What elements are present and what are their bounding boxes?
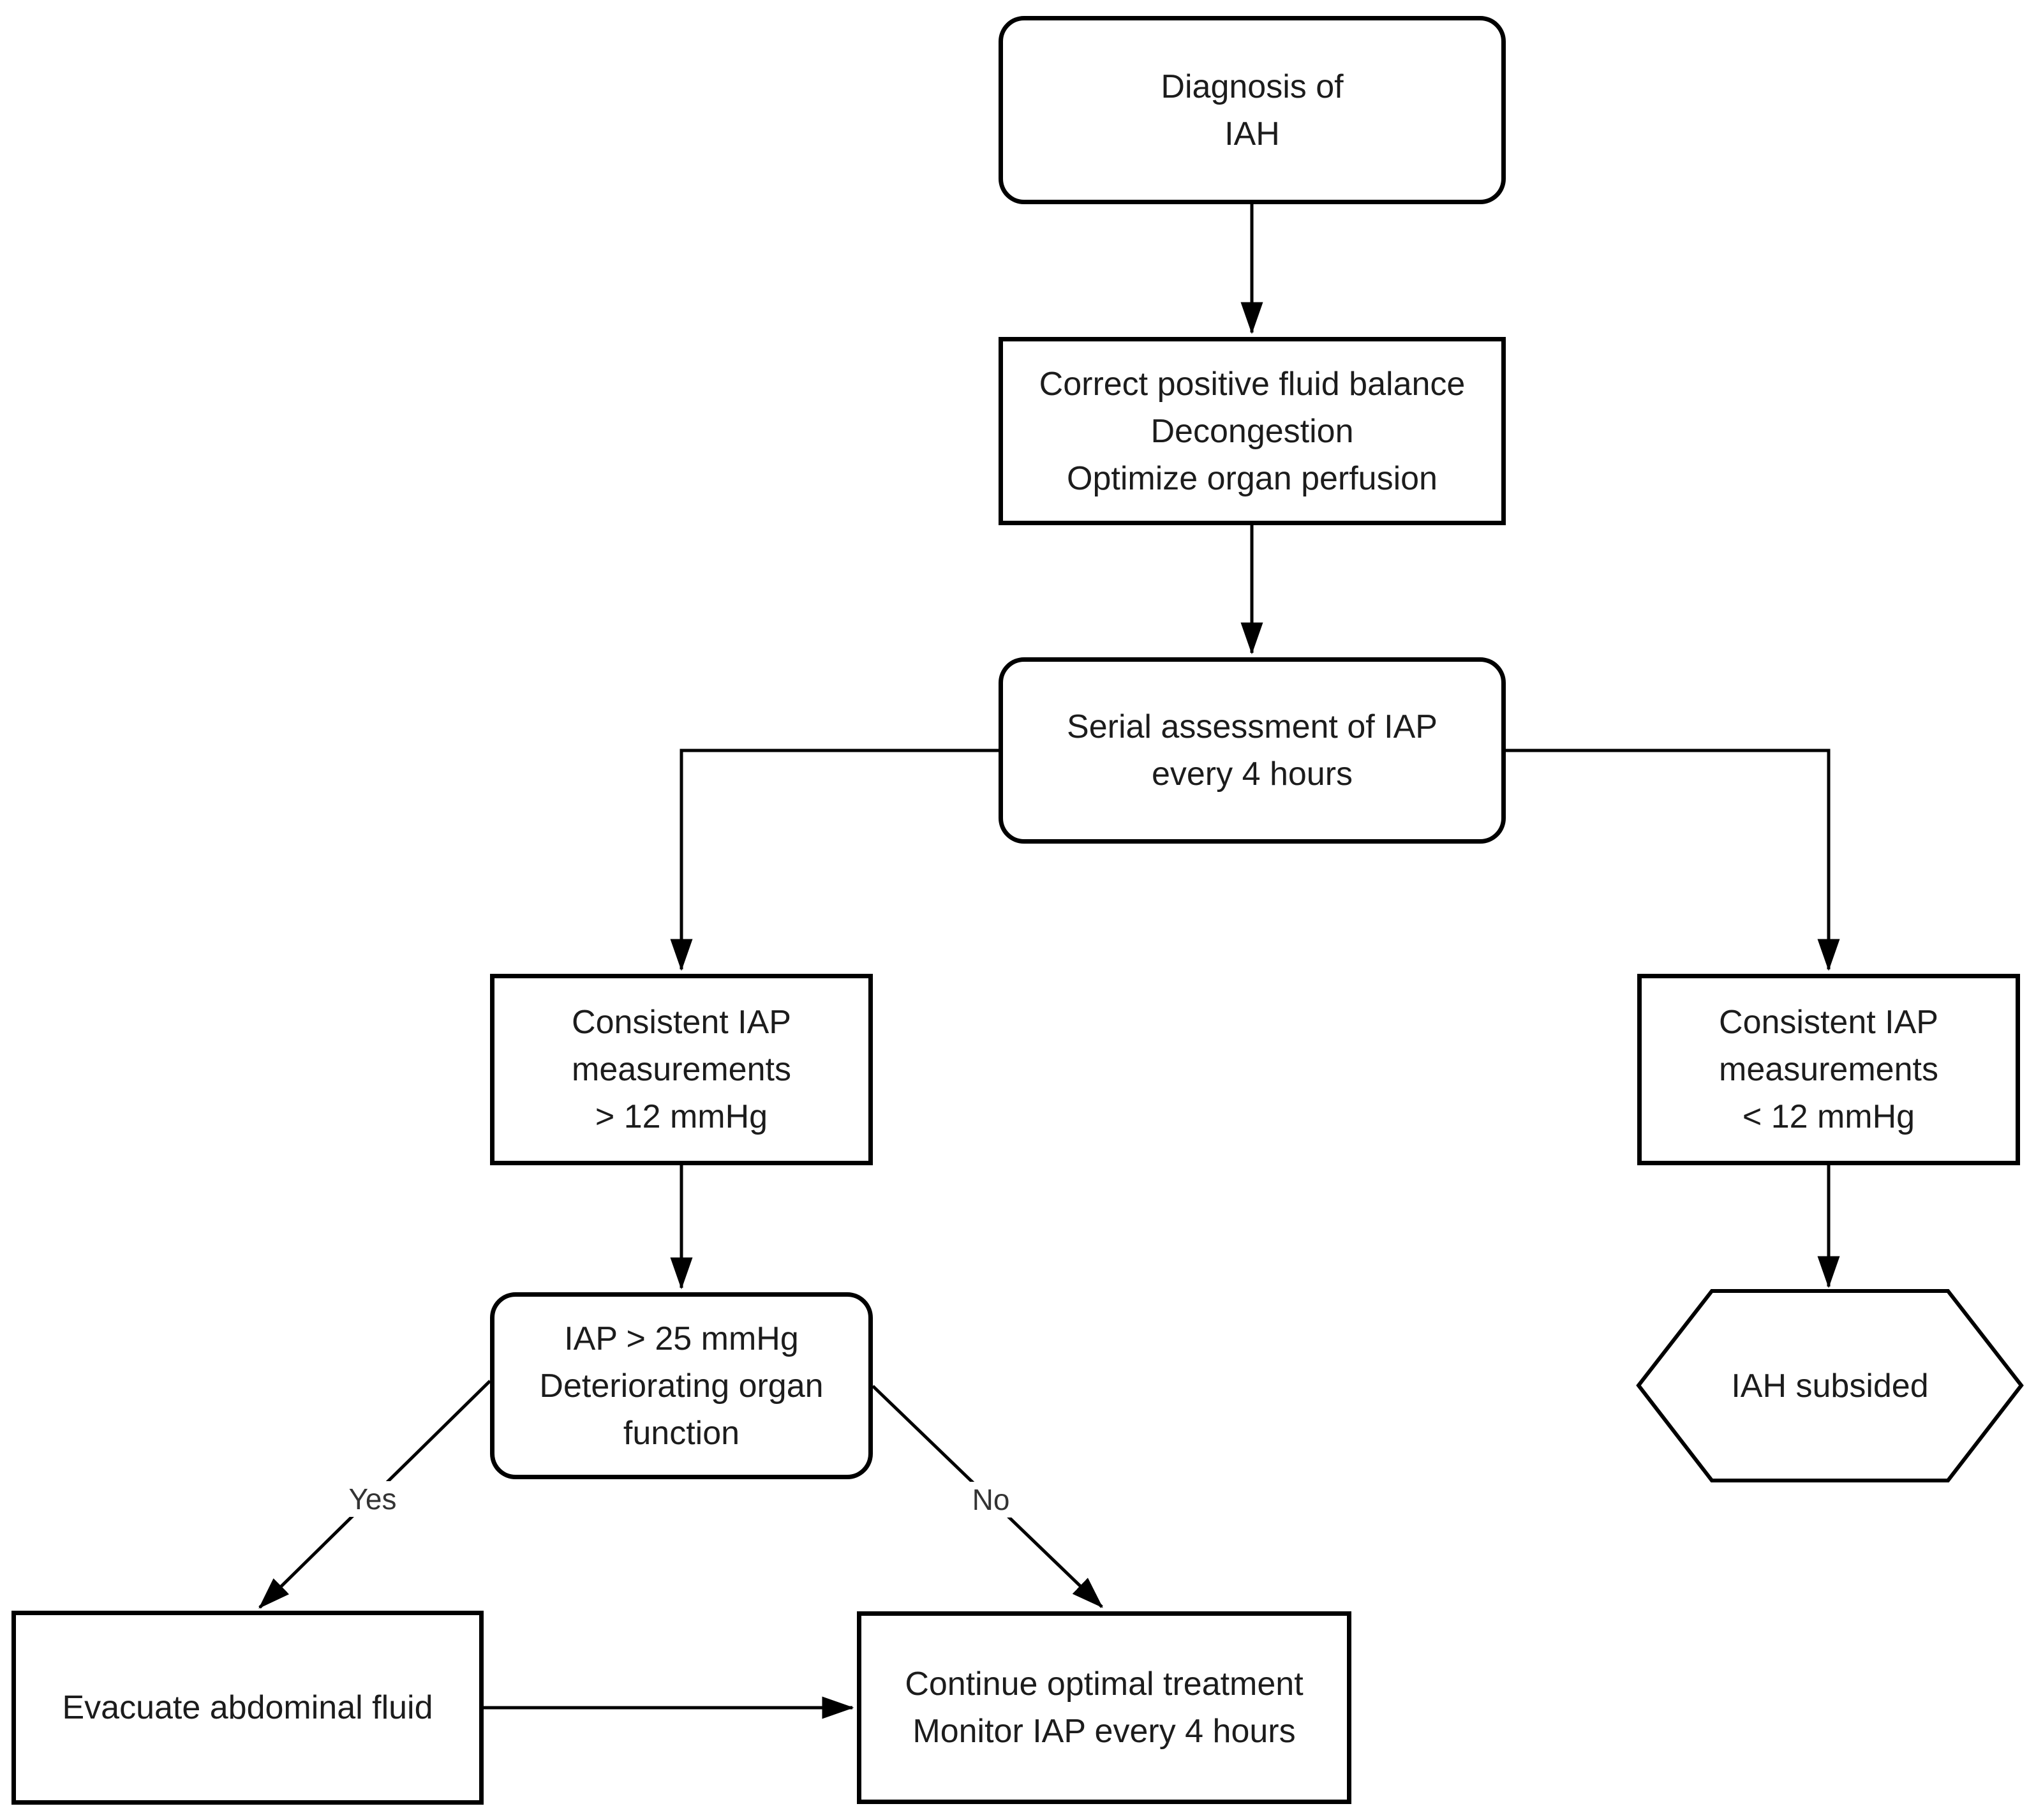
node-text-line: every 4 hours: [1151, 756, 1353, 793]
node-evacuate-abdominal-fluid: Evacuate abdominal fluid: [11, 1611, 484, 1805]
node-serial-assessment: Serial assessment of IAP every 4 hours: [999, 657, 1506, 844]
node-text-line: Correct positive fluid balance: [1039, 365, 1466, 403]
node-text-line: Deteriorating organ: [539, 1367, 824, 1405]
node-text-line: IAH subsided: [1731, 1367, 1929, 1405]
node-text-line: Decongestion: [1150, 412, 1354, 450]
node-text-line: Continue optimal treatment: [905, 1666, 1304, 1703]
node-text-line: Monitor IAP every 4 hours: [912, 1713, 1296, 1750]
node-text-line: Serial assessment of IAP: [1067, 708, 1438, 745]
node-iap-below-12: Consistent IAP measurements < 12 mmHg: [1637, 974, 2020, 1165]
node-text-line: > 12 mmHg: [595, 1098, 768, 1135]
node-correct-fluid-balance: Correct positive fluid balance Decongest…: [999, 337, 1506, 525]
edge-serial-to-iap-high: [670, 749, 999, 971]
node-text-line: IAH: [1224, 115, 1280, 153]
node-continue-optimal-treatment: Continue optimal treatment Monitor IAP e…: [857, 1611, 1351, 1804]
node-text-line: measurements: [572, 1051, 791, 1088]
node-iap-above-12: Consistent IAP measurements > 12 mmHg: [490, 974, 873, 1165]
node-text-line: Evacuate abdominal fluid: [62, 1689, 433, 1726]
node-text-line: IAP > 25 mmHg: [564, 1320, 799, 1357]
node-text-line: Optimize organ perfusion: [1067, 459, 1438, 497]
node-diagnosis-of-iah: Diagnosis of IAH: [999, 16, 1506, 204]
node-iap-above-25: IAP > 25 mmHg Deteriorating organ functi…: [490, 1292, 873, 1479]
node-text-line: Consistent IAP: [1719, 1004, 1938, 1041]
edge-serial-to-iap-low: [1506, 749, 1840, 971]
edge-label-yes: Yes: [341, 1481, 405, 1517]
node-iah-subsided: IAH subsided: [1638, 1291, 2021, 1481]
node-text-line: Diagnosis of: [1161, 68, 1344, 105]
node-text-line: measurements: [1719, 1051, 1938, 1088]
edge-label-no: No: [964, 1482, 1018, 1518]
node-text-line: Consistent IAP: [572, 1004, 791, 1041]
node-text-line: < 12 mmHg: [1742, 1098, 1915, 1135]
node-text-line: function: [623, 1414, 740, 1452]
